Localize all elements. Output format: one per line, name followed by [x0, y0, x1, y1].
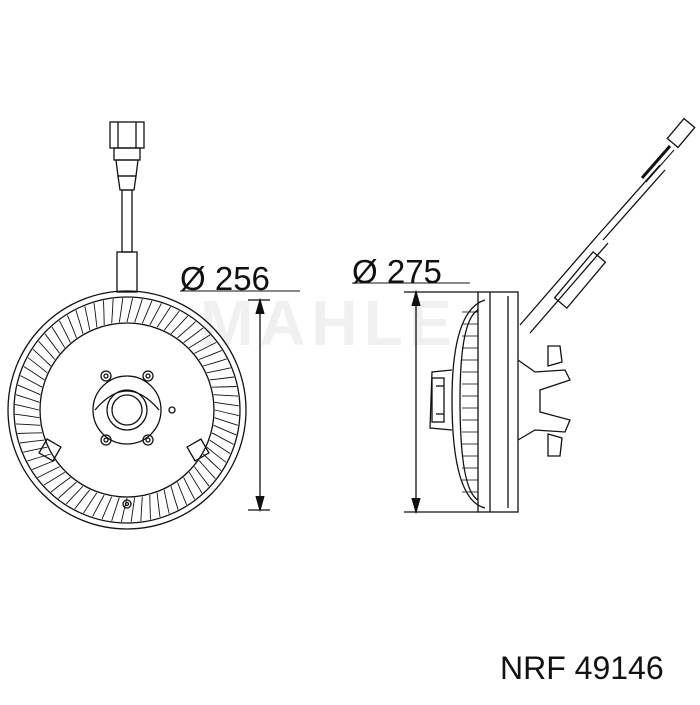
- cooling-fin: [213, 394, 239, 397]
- cooling-fin: [15, 394, 40, 403]
- cooling-fin: [111, 497, 120, 522]
- cooling-fin: [183, 327, 204, 343]
- cooling-fin: [59, 320, 71, 343]
- cooling-fin: [156, 306, 171, 328]
- diameter-dimension-right: [352, 282, 478, 515]
- cooling-fin: [177, 481, 188, 505]
- cooling-fin: [149, 494, 151, 520]
- cooling-fin: [198, 349, 222, 360]
- cooling-fin: [134, 298, 143, 323]
- cooling-fin: [213, 424, 237, 436]
- cooling-fin: [170, 315, 189, 335]
- cooling-fin: [141, 300, 153, 324]
- cooling-fin: [43, 471, 66, 486]
- watermark-logo: MAHLE: [200, 287, 458, 359]
- cooling-fin: [27, 357, 48, 374]
- cooling-fin: [37, 466, 60, 478]
- cooling-fin: [27, 453, 51, 462]
- cooling-fin: [118, 298, 124, 323]
- cooling-fin: [17, 432, 43, 434]
- cooling-fin: [130, 497, 136, 522]
- fan-clutch-front-view-icon: [7, 121, 247, 530]
- cooling-fin: [183, 477, 195, 500]
- cooling-fin: [140, 496, 143, 522]
- cooling-fin: [83, 492, 98, 514]
- cooling-fin: [170, 486, 179, 510]
- cooling-fin: [149, 303, 162, 326]
- cooling-fin: [209, 439, 231, 454]
- cooling-fin: [84, 306, 91, 331]
- cooling-fin: [15, 423, 41, 426]
- cooling-fin: [32, 460, 56, 471]
- right-diameter-label: Ø 275: [352, 253, 442, 290]
- cooling-fin: [188, 334, 211, 349]
- cooling-fin: [126, 298, 134, 323]
- cooling-fin: [93, 302, 98, 328]
- cooling-fin: [203, 358, 227, 367]
- cooling-fin: [194, 342, 217, 354]
- cooling-fin: [23, 446, 48, 453]
- cooling-fin: [188, 471, 203, 494]
- cooling-fin: [211, 386, 237, 388]
- cooling-fin: [65, 485, 84, 505]
- cooling-fin: [156, 492, 161, 518]
- cooling-fin: [23, 366, 45, 381]
- diameter-dimension-left: [180, 290, 300, 513]
- cooling-fin: [75, 310, 84, 334]
- cooling-fin: [163, 489, 170, 514]
- cooling-fin: [50, 477, 71, 493]
- cooling-fin: [74, 489, 91, 510]
- cooling-fin: [177, 321, 197, 339]
- cooling-fin: [206, 367, 231, 374]
- cooling-fin: [17, 384, 41, 396]
- cooling-fin: [214, 409, 239, 417]
- cooling-fin: [51, 326, 66, 349]
- cooling-fin: [32, 348, 52, 367]
- cooling-fin: [92, 494, 105, 517]
- cooling-fin: [103, 300, 105, 326]
- cooling-fin: [44, 333, 60, 354]
- cooling-fin: [211, 432, 234, 445]
- cooling-fin: [214, 401, 239, 407]
- cooling-fin: [66, 315, 77, 339]
- cooling-fin: [163, 310, 180, 331]
- left-diameter-label: Ø 256: [180, 260, 270, 297]
- cooling-fin: [15, 403, 40, 411]
- cooling-fin: [206, 446, 227, 463]
- cooling-fin: [209, 376, 235, 381]
- fan-clutch-side-view-icon: [429, 117, 696, 513]
- cooling-fin: [38, 340, 56, 360]
- part-number-label: NRF 49146: [500, 650, 664, 686]
- cooling-fin: [194, 466, 210, 487]
- cooling-fin: [19, 439, 45, 444]
- cooling-fin: [20, 375, 43, 388]
- cooling-fin: [111, 298, 114, 324]
- cooling-fin: [198, 460, 216, 480]
- cooling-fin: [57, 481, 77, 499]
- cooling-fin: [214, 417, 239, 426]
- cooling-fin: [15, 413, 40, 419]
- cooling-fin: [101, 496, 113, 520]
